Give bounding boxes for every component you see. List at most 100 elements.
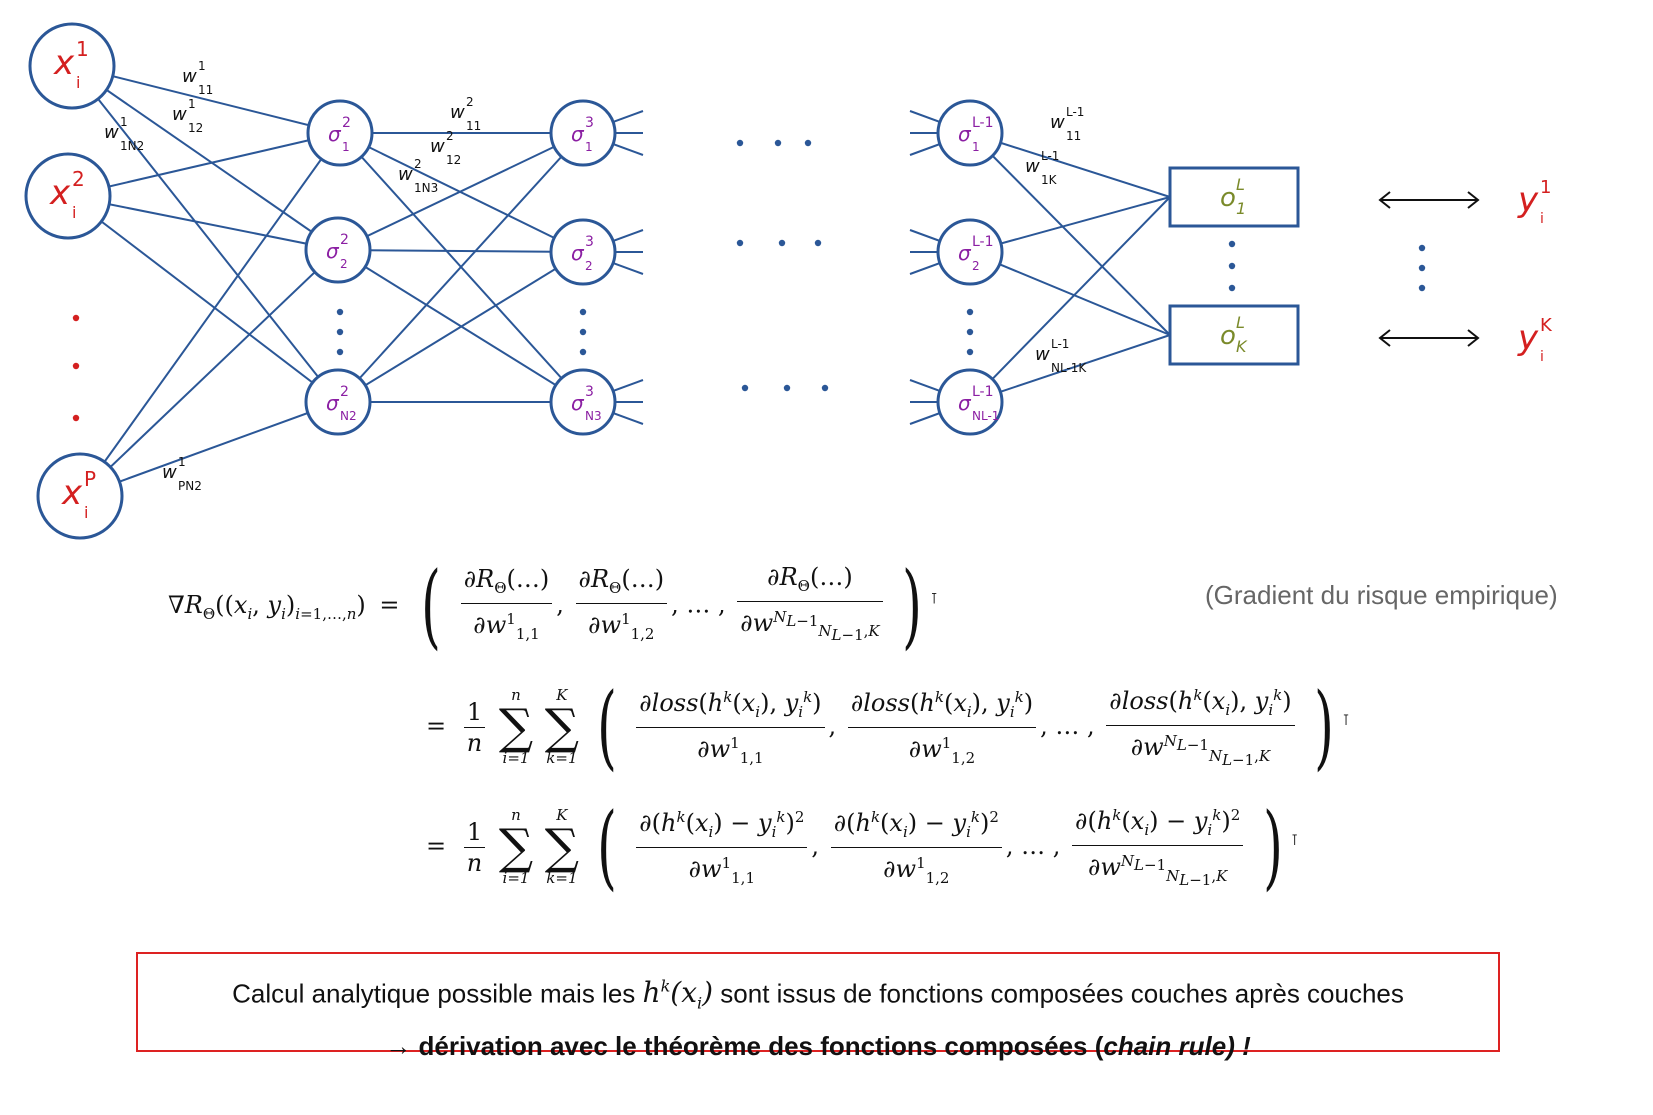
connection-line <box>339 132 584 253</box>
layerL1-node-sub: NL-1 <box>972 409 999 423</box>
ellipsis-dot <box>579 328 587 336</box>
connection-line <box>969 196 1171 253</box>
weight-super: 2 <box>414 157 422 171</box>
connection-line <box>79 249 339 497</box>
ellipsis-dot <box>736 239 744 247</box>
ellipsis-dot <box>783 384 791 392</box>
weight-super: 2 <box>466 95 474 109</box>
input-node <box>28 22 116 110</box>
layer2-node-label: σ <box>326 239 340 263</box>
target-sub: i <box>1540 211 1544 227</box>
ellipsis-dot <box>1228 262 1236 270</box>
output-sub: 1 <box>1236 199 1246 218</box>
arrow-heads <box>1378 329 1480 347</box>
layer3-node <box>549 218 617 286</box>
input-node <box>36 452 124 540</box>
layer3-node-super: 3 <box>585 115 594 131</box>
note-line-2: → dérivation avec le théorème des foncti… <box>385 1030 1251 1061</box>
output-box <box>1168 304 1300 366</box>
connection-line <box>337 132 584 403</box>
input-node-label: x <box>61 473 83 513</box>
weight-super: 2 <box>446 129 454 143</box>
partial-w12: ∂RΘ(…)∂w11,2 <box>575 564 668 649</box>
input-node-super: 2 <box>72 167 85 191</box>
weight-label: w <box>450 102 465 123</box>
ellipsis-dot <box>72 314 80 322</box>
input-node-sub: i <box>72 203 76 222</box>
input-node-label: x <box>53 43 75 83</box>
connection-line <box>337 249 584 253</box>
weight-label: w <box>398 164 413 185</box>
layer3-node <box>549 368 617 436</box>
layerL1-node-label: σ <box>958 241 972 265</box>
weight-label: w <box>104 122 119 143</box>
layerL1-node-super: L-1 <box>972 234 994 250</box>
connection-line <box>71 65 339 403</box>
ellipsis-dot <box>72 414 80 422</box>
layerL1-node <box>936 218 1004 286</box>
gradient-lhs: ∇RΘ((xi, yi)i=1,…,n) <box>168 590 366 623</box>
layerL1-node-super: L-1 <box>972 384 994 400</box>
weight-sub: 11 <box>198 83 213 97</box>
weight-super: L-1 <box>1041 149 1059 163</box>
layer2-node-sub: 1 <box>342 140 350 154</box>
layer3-node-super: 3 <box>585 234 594 250</box>
output-super: L <box>1236 175 1245 194</box>
target-label: y <box>1517 318 1539 358</box>
target-label: y <box>1517 180 1539 220</box>
layer3-node-label: σ <box>571 122 585 146</box>
weight-label: w <box>1025 156 1040 177</box>
ellipsis-dot <box>966 308 974 316</box>
connection-line <box>67 195 339 251</box>
gradient-caption: (Gradient du risque empirique) <box>1205 580 1558 610</box>
connection-line <box>67 132 341 197</box>
network-connections <box>67 65 1171 497</box>
weight-label: w <box>162 462 177 483</box>
ellipsis-dot <box>72 362 80 370</box>
partial-w11: ∂RΘ(…)∂w11,1 <box>460 564 553 649</box>
input-node-super: P <box>84 467 96 491</box>
ellipsis-dot <box>741 384 749 392</box>
ellipsis-dot <box>821 384 829 392</box>
ellipsis-dot <box>966 348 974 356</box>
weight-sub: 1K <box>1041 173 1058 187</box>
input-node-sub: i <box>76 73 80 92</box>
ellipsis-dot <box>336 348 344 356</box>
connection-line <box>71 65 341 134</box>
weight-super: 1 <box>198 59 206 73</box>
ellipsis-dot <box>966 328 974 336</box>
weight-super: 1 <box>178 455 186 469</box>
ellipsis-dot <box>1418 284 1426 292</box>
output-super: L <box>1236 313 1245 332</box>
input-node-super: 1 <box>76 37 89 61</box>
weight-label: w <box>182 66 197 87</box>
target-sub: i <box>1540 349 1544 365</box>
ellipsis-dot <box>1228 284 1236 292</box>
input-node-label: x <box>49 173 71 213</box>
partial-wNK: ∂RΘ(…)∂wNL−1NL−1,K <box>737 562 883 651</box>
weight-sub: 12 <box>188 121 203 135</box>
output-label: o <box>1220 183 1236 213</box>
layerL1-node-label: σ <box>958 122 972 146</box>
output-label: o <box>1220 321 1236 351</box>
layer2-node-sub: N2 <box>340 409 357 423</box>
weight-label: w <box>172 104 187 125</box>
ellipsis-dot <box>778 239 786 247</box>
connection-line <box>337 251 584 403</box>
ellipsis-dot <box>1418 264 1426 272</box>
note-line-1: Calcul analytique possible mais les hk(x… <box>232 976 1404 1013</box>
weight-sub: 11 <box>466 119 481 133</box>
layer2-node-super: 2 <box>340 384 349 400</box>
input-node-sub: i <box>84 503 88 522</box>
ellipsis-dot <box>774 139 782 147</box>
layer3-node-sub: 2 <box>585 259 593 273</box>
layer3-node-label: σ <box>571 241 585 265</box>
layer2-node-super: 2 <box>342 115 351 131</box>
weight-sub: NL-1K <box>1051 361 1087 375</box>
ellipsis-dot <box>1228 240 1236 248</box>
output-box <box>1168 166 1300 228</box>
